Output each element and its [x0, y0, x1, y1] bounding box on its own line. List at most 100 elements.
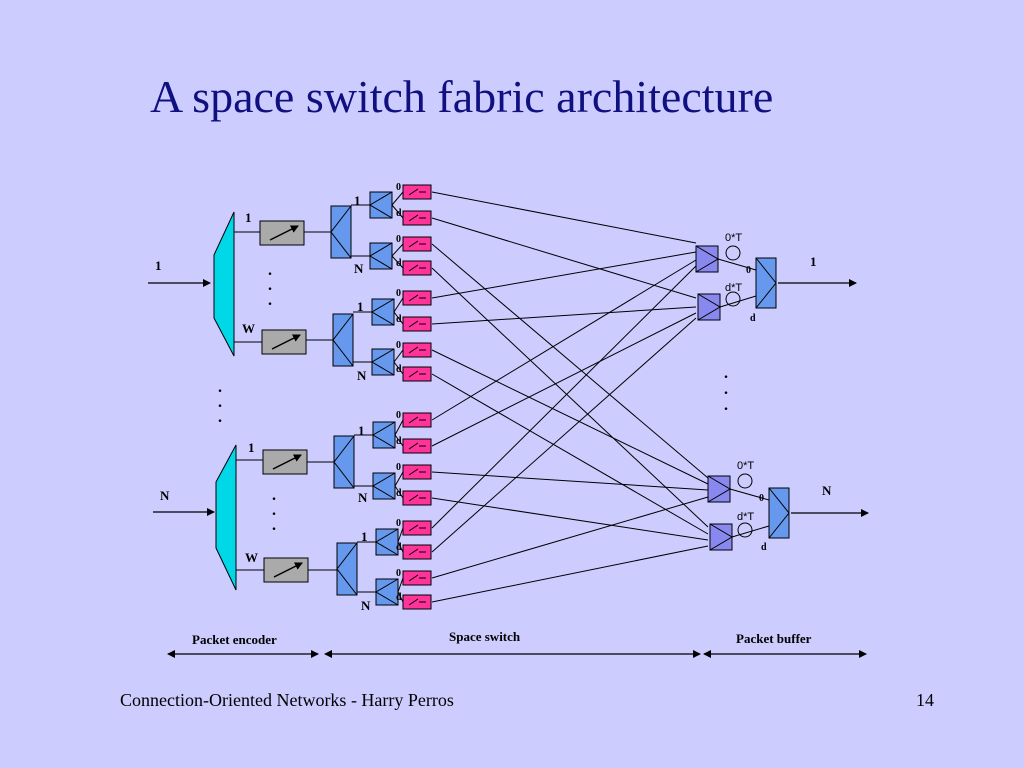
svg-text:N: N [354, 261, 364, 276]
svg-text:1: 1 [358, 423, 365, 438]
soa-gate [402, 490, 432, 506]
delay-line-icon [725, 245, 741, 261]
section-label-switch: Space switch [449, 629, 521, 644]
input-label-bottom: N [160, 488, 170, 503]
svg-text:1: 1 [361, 529, 368, 544]
input-label-top: 1 [155, 258, 162, 273]
svg-text:d*T: d*T [737, 511, 754, 523]
soa-gate [402, 236, 432, 252]
svg-text:.: . [218, 409, 222, 426]
splitter-2-1: 0d [371, 288, 432, 332]
soa-gate [402, 464, 432, 480]
wavelength-label-w: W [242, 321, 255, 336]
soa-gate [402, 412, 432, 428]
svg-text:d: d [396, 208, 402, 219]
page-number: 14 [916, 690, 934, 710]
svg-text:0: 0 [396, 518, 401, 529]
buffer-top: 0*T d*T 0 d 1 [695, 232, 857, 324]
demux-top [213, 211, 235, 357]
splitter-3-2: 0d [372, 462, 432, 506]
splitter-3-1: 0d [372, 410, 432, 454]
svg-text:N: N [361, 598, 371, 613]
soa-gate [402, 342, 432, 358]
splitter-1-1: 0d [369, 182, 432, 226]
splitter-4-2: 0d [375, 568, 432, 610]
svg-text:0*T: 0*T [725, 232, 742, 244]
svg-text:.: . [268, 292, 272, 309]
buffer-port-bottom-0 [707, 475, 731, 503]
svg-text:d: d [396, 488, 402, 499]
buffer-port-bottom-d [709, 523, 733, 551]
svg-text:0: 0 [396, 288, 401, 299]
output-coupler-top [755, 257, 777, 309]
buffer-bottom: 0*T d*T 0 d N [707, 460, 869, 553]
splitter-1-2: 0d [369, 234, 432, 276]
soa-gate [402, 210, 432, 226]
soa-gate [402, 570, 432, 586]
svg-text:1: 1 [354, 193, 361, 208]
svg-text:.: . [272, 502, 276, 519]
encoder-top: 1 1 W . . . [148, 210, 333, 357]
wavelength-label-1: 1 [245, 210, 252, 225]
buffer-ellipsis: . . . [724, 365, 728, 414]
output-coupler-bottom [768, 487, 790, 539]
svg-text:d: d [396, 436, 402, 447]
delay-line-icon [737, 522, 753, 538]
delay-line-icon [725, 291, 741, 307]
soa-gate [402, 184, 432, 200]
svg-text:0: 0 [396, 568, 401, 579]
converter-top-1 [259, 220, 305, 246]
buffer-port-top-d [697, 293, 721, 321]
svg-text:0: 0 [396, 462, 401, 473]
svg-text:.: . [272, 487, 276, 504]
svg-text:.: . [218, 394, 222, 411]
svg-text:.: . [218, 379, 222, 396]
crossbar-lines [431, 191, 709, 603]
svg-text:.: . [268, 262, 272, 279]
svg-text:1: 1 [248, 440, 255, 455]
splitter-2-2: 0d [371, 340, 432, 382]
soa-gate [402, 438, 432, 454]
soa-gate [402, 290, 432, 306]
svg-text:W: W [245, 550, 258, 565]
section-labels: Packet encoder Space switch Packet buffe… [167, 629, 867, 658]
svg-text:1: 1 [357, 299, 364, 314]
svg-text:0: 0 [396, 340, 401, 351]
svg-text:0: 0 [746, 265, 751, 276]
svg-text:0: 0 [396, 182, 401, 193]
svg-text:d: d [750, 313, 756, 324]
output-label-bottom: N [822, 483, 832, 498]
svg-text:d: d [396, 314, 402, 325]
svg-text:0: 0 [759, 493, 764, 504]
svg-text:.: . [268, 277, 272, 294]
svg-text:.: . [272, 517, 276, 534]
soa-gate [402, 520, 432, 536]
svg-text:.: . [724, 381, 728, 398]
output-label-top: 1 [810, 254, 817, 269]
demux-bottom [215, 444, 237, 591]
svg-text:0: 0 [396, 410, 401, 421]
svg-text:0*T: 0*T [737, 460, 754, 472]
splitter-4-1: 0d [375, 518, 432, 560]
soa-gate [402, 594, 432, 610]
soa-gate [402, 316, 432, 332]
soa-gate [402, 544, 432, 560]
svg-text:.: . [724, 365, 728, 382]
delay-line-icon [737, 473, 753, 489]
soa-gate [402, 366, 432, 382]
soa-gate [402, 260, 432, 276]
converter-top-w [261, 329, 307, 355]
slide-title: A space switch fabric architecture [150, 71, 774, 122]
buffer-port-top-0 [695, 245, 719, 273]
svg-text:d: d [396, 542, 402, 553]
svg-text:d*T: d*T [725, 282, 742, 294]
svg-text:d: d [761, 542, 767, 553]
section-label-encoder: Packet encoder [192, 632, 277, 647]
svg-text:N: N [357, 368, 367, 383]
